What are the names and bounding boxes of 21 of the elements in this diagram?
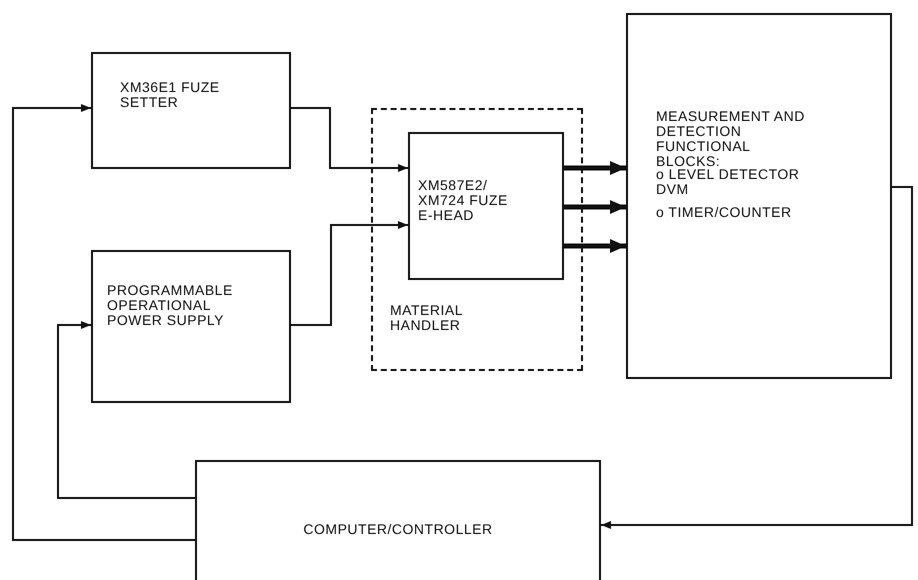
arrow [291, 107, 408, 172]
process-box [91, 250, 291, 403]
process-box [626, 13, 892, 379]
box-label: COMPUTER/CONTROLLER [302, 522, 494, 537]
list-item: o LEVEL DETECTOR DVM [656, 167, 800, 197]
arrow [291, 221, 408, 326]
arrow [12, 104, 195, 541]
process-box [91, 52, 291, 169]
list-item: o TIMER/COUNTER [656, 205, 793, 220]
dashed-group-box [371, 108, 583, 371]
arrow [57, 321, 195, 499]
box-label: PROGRAMMABLE OPERATIONAL POWER SUPPLY [107, 283, 232, 328]
box-label: MATERIAL HANDLER [390, 303, 464, 333]
box-label: XM36E1 FUZE SETTER [120, 80, 221, 110]
arrow [564, 161, 626, 175]
box-label: XM587E2/ XM724 FUZE E-HEAD [418, 178, 509, 223]
process-box [408, 132, 564, 280]
arrow [564, 200, 626, 214]
arrow [601, 186, 913, 529]
process-box [195, 460, 601, 580]
box-label: MEASUREMENT AND DETECTION FUNCTIONAL BLOCKS: [656, 109, 806, 169]
